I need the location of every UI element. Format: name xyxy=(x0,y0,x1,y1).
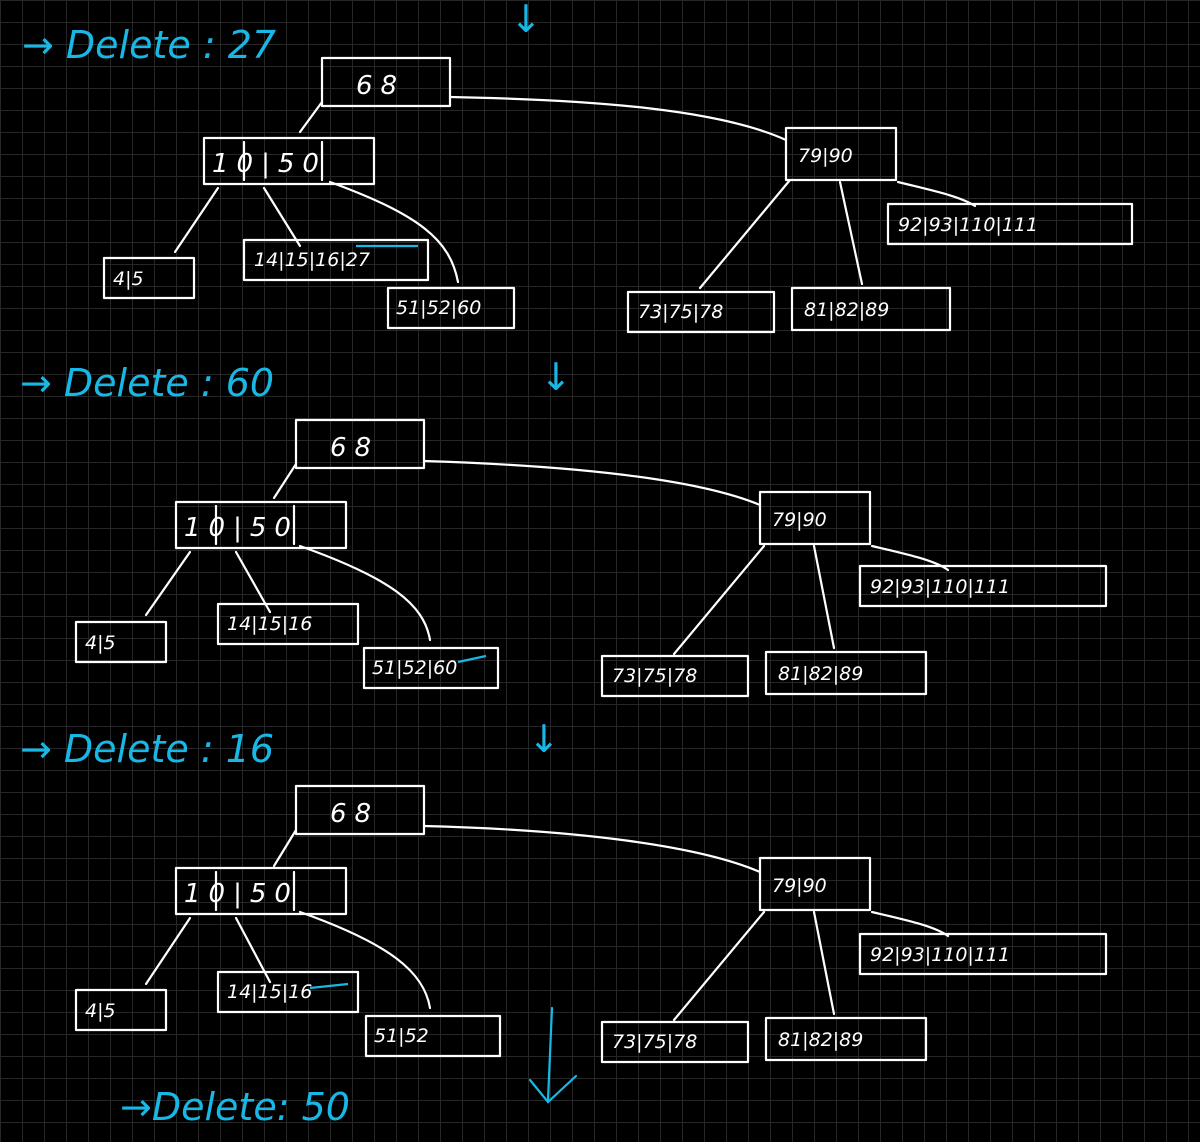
svg-text:73|75|78: 73|75|78 xyxy=(612,665,697,687)
leaf-node: 92|93|110|111 xyxy=(858,564,1108,608)
edge xyxy=(298,100,324,134)
leaf-node: 14|15|16|27 xyxy=(242,238,430,282)
edge xyxy=(812,544,836,650)
internal-node-right: 79|90 xyxy=(758,856,872,912)
edge xyxy=(298,544,432,642)
svg-text:10|50: 10|50 xyxy=(184,513,299,543)
svg-text:73|75|78: 73|75|78 xyxy=(612,1031,697,1053)
leaf-node: 92|93|110|111 xyxy=(858,932,1108,976)
root-node: 68 xyxy=(294,784,426,836)
svg-text:14|15|16: 14|15|16 xyxy=(227,613,312,635)
edge xyxy=(896,180,977,208)
edge xyxy=(448,95,788,142)
leaf-node: 73|75|78 xyxy=(626,290,776,334)
down-arrow-icon: ↓ xyxy=(540,355,572,399)
svg-text:68: 68 xyxy=(330,433,379,463)
svg-text:81|82|89: 81|82|89 xyxy=(778,663,863,685)
edge xyxy=(144,916,192,986)
step-2: → Delete : 60 ↓ 68 10|50 79|90 4|5 xyxy=(20,355,1108,698)
svg-text:51|52: 51|52 xyxy=(374,1025,429,1047)
svg-text:10|50: 10|50 xyxy=(212,149,327,179)
leaf-node: 4|5 xyxy=(102,256,196,300)
root-node: 68 xyxy=(294,418,426,470)
edge xyxy=(328,180,460,284)
edge xyxy=(272,828,298,868)
svg-text:4|5: 4|5 xyxy=(85,1000,116,1022)
leaf-node: 73|75|78 xyxy=(600,654,750,698)
leaf-node: 81|82|89 xyxy=(790,286,952,332)
leaf-node: 14|15|16 xyxy=(216,602,360,646)
internal-node-right: 79|90 xyxy=(784,126,898,182)
internal-node-right: 79|90 xyxy=(758,490,872,546)
leaf-node: 73|75|78 xyxy=(600,1020,750,1064)
svg-text:14|15|16: 14|15|16 xyxy=(227,981,312,1003)
strike-mark xyxy=(457,654,487,664)
edge xyxy=(838,180,864,286)
svg-text:81|82|89: 81|82|89 xyxy=(778,1029,863,1051)
svg-text:92|93|110|111: 92|93|110|111 xyxy=(898,214,1038,236)
svg-text:51|52|60: 51|52|60 xyxy=(372,657,457,679)
step-1: → Delete : 27 ↓ 68 10|50 79|90 xyxy=(22,0,1134,334)
svg-text:92|93|110|111: 92|93|110|111 xyxy=(870,576,1010,598)
edge xyxy=(272,462,298,500)
edge xyxy=(422,824,762,874)
step-label: → Delete : 60 xyxy=(20,361,274,405)
final-step-label: →Delete: 50 xyxy=(120,1085,350,1129)
internal-node-left: 10|50 xyxy=(174,500,348,550)
leaf-node: 81|82|89 xyxy=(764,1016,928,1062)
svg-text:14|15|16|27: 14|15|16|27 xyxy=(254,249,370,271)
down-arrow-icon xyxy=(528,1006,578,1104)
leaf-node: 4|5 xyxy=(74,988,168,1032)
edge xyxy=(870,910,950,938)
svg-text:92|93|110|111: 92|93|110|111 xyxy=(870,944,1010,966)
leaf-node: 51|52|60 xyxy=(362,646,500,690)
edge xyxy=(672,910,766,1022)
svg-text:79|90: 79|90 xyxy=(798,145,853,167)
step-label: → Delete : 27 xyxy=(22,23,276,67)
svg-text:79|90: 79|90 xyxy=(772,509,827,531)
svg-text:10|50: 10|50 xyxy=(184,879,299,909)
edge xyxy=(234,550,272,614)
edge xyxy=(870,544,950,572)
leaf-node: 51|52 xyxy=(364,1014,502,1058)
svg-text:73|75|78: 73|75|78 xyxy=(638,301,723,323)
internal-node-left: 10|50 xyxy=(174,866,348,916)
svg-text:4|5: 4|5 xyxy=(85,632,116,654)
root-node: 68 xyxy=(320,56,452,108)
internal-node-left: 10|50 xyxy=(202,136,376,186)
edge xyxy=(298,910,432,1010)
leaf-node: 92|93|110|111 xyxy=(886,202,1134,246)
down-arrow-icon: ↓ xyxy=(528,717,560,761)
down-arrow-icon: ↓ xyxy=(510,0,542,41)
leaf-node: 51|52|60 xyxy=(386,286,516,330)
leaf-node: 4|5 xyxy=(74,620,168,664)
leaf-node: 14|15|16 xyxy=(216,970,360,1014)
svg-text:4|5: 4|5 xyxy=(113,268,144,290)
svg-text:68: 68 xyxy=(356,71,405,101)
step-3: → Delete : 16 ↓ 68 10|50 79|90 4|5 xyxy=(20,717,1108,1064)
edge xyxy=(144,550,192,617)
edge xyxy=(812,910,836,1016)
strike-mark xyxy=(309,982,349,990)
svg-text:68: 68 xyxy=(330,799,379,829)
step-label: → Delete : 16 xyxy=(20,727,274,771)
edge xyxy=(698,178,792,290)
edge xyxy=(672,544,766,656)
svg-text:79|90: 79|90 xyxy=(772,875,827,897)
edge xyxy=(422,459,762,507)
svg-text:81|82|89: 81|82|89 xyxy=(804,299,889,321)
edge xyxy=(173,186,220,254)
edge xyxy=(262,186,302,248)
leaf-node: 81|82|89 xyxy=(764,650,928,696)
svg-text:51|52|60: 51|52|60 xyxy=(396,297,481,319)
